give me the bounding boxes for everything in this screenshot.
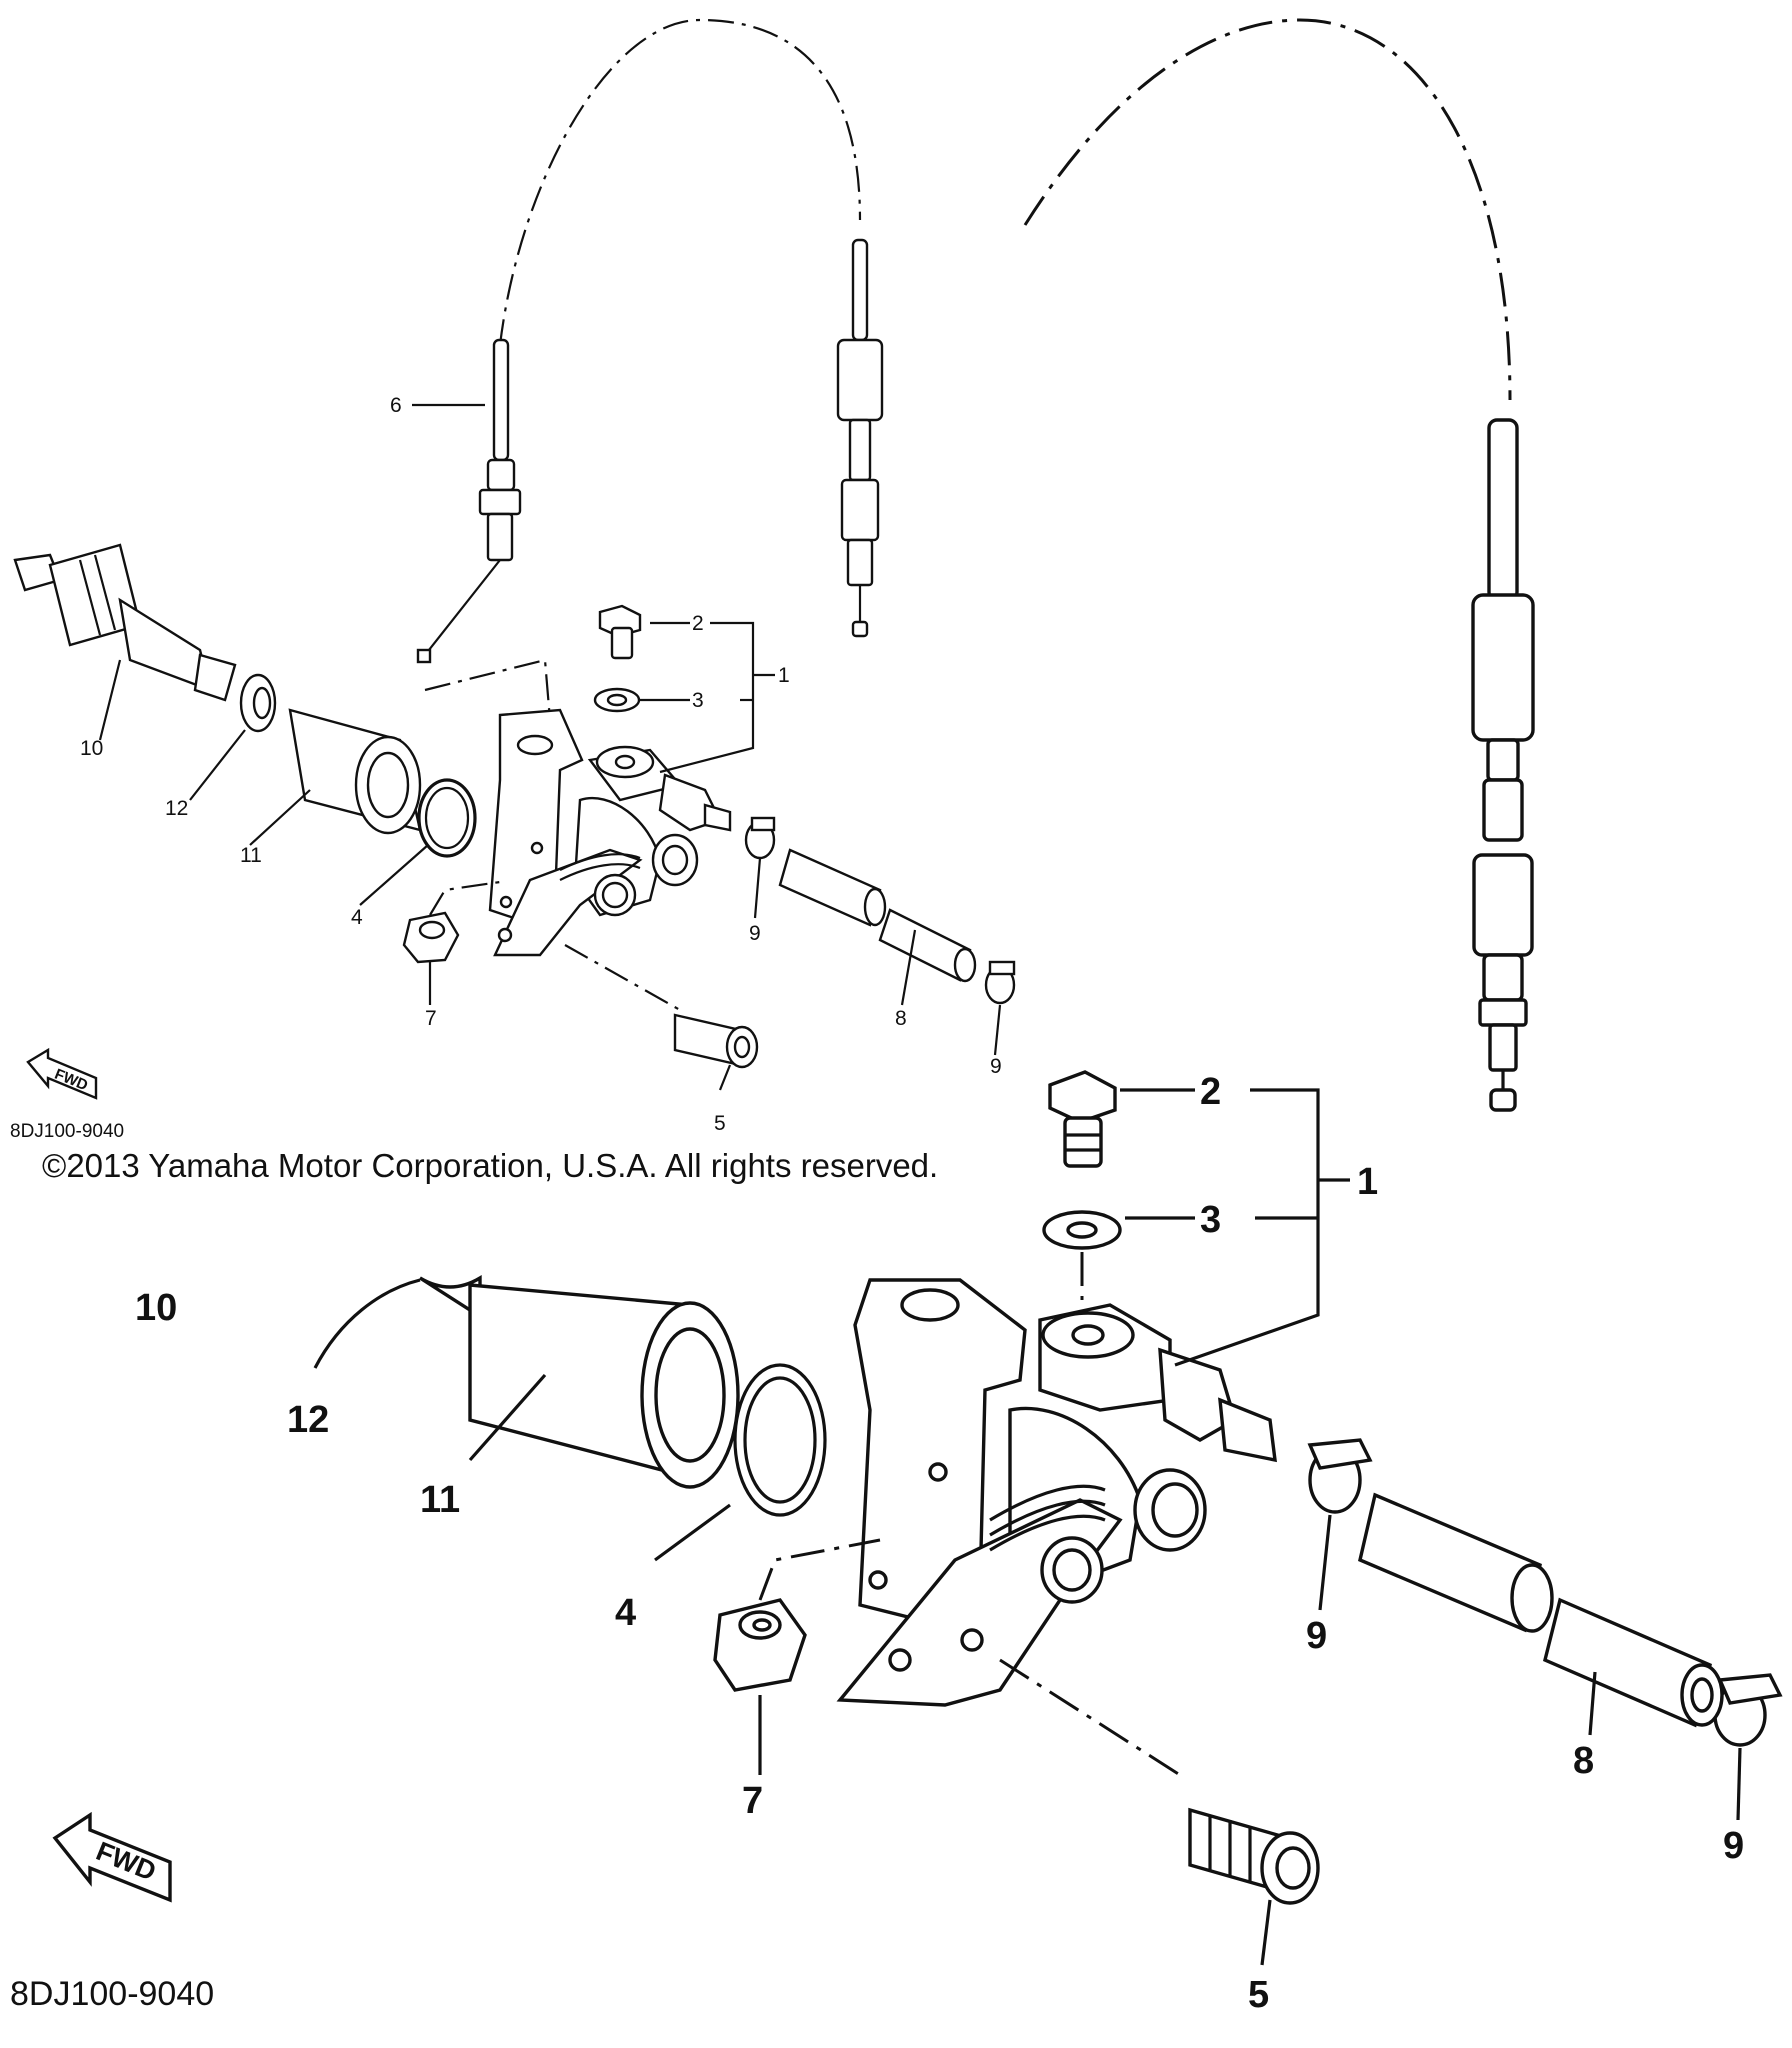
part-7-cap-small	[402, 911, 460, 964]
callout-5-large: 5	[1248, 1974, 1269, 2016]
callout-7-small: 7	[425, 1007, 437, 1030]
callout-2-small: 2	[692, 612, 704, 635]
part-4-oring-large	[733, 1363, 827, 1517]
part-10-shaft-small	[13, 543, 237, 702]
callout-11-large: 11	[420, 1479, 460, 1521]
cable-end-left-small	[416, 338, 522, 664]
cable-leader-small	[424, 658, 552, 721]
cable-end-right-small	[836, 238, 884, 638]
part-8-hose-a-large	[1358, 1492, 1554, 1633]
part-9-clamp-a-large	[1307, 1438, 1373, 1514]
callout-4-small: 4	[351, 906, 363, 929]
part-8-hose-a-small	[778, 848, 887, 927]
oil-pump-small	[488, 708, 732, 957]
callout-7-large: 7	[742, 1780, 763, 1822]
callout-8-small: 8	[895, 1007, 907, 1030]
part-5-bolt-large	[1188, 1807, 1320, 1905]
callout-9b-large: 9	[1723, 1825, 1744, 1867]
callout-3-large: 3	[1200, 1199, 1221, 1241]
cable-arc-small	[498, 18, 862, 346]
part-7-cap-large	[713, 1598, 807, 1692]
callout-1-small: 1	[778, 664, 790, 687]
svg-text:FWD: FWD	[52, 1066, 90, 1095]
small-diagram: 6 2 3 1 10 12 11 4 7 9 8 9 5 FWD 8DJ100-…	[10, 18, 1016, 1142]
part-8-hose-b-small	[878, 908, 977, 983]
large-diagram: 2 3 1 10 12 11 4 7 9 8 9 5 FWD 8DJ100-90…	[10, 18, 1783, 2016]
callout-12-large: 12	[287, 1399, 329, 1441]
fwd-arrow-icon-small: FWD	[26, 1047, 98, 1100]
diagram-code-small: 8DJ100-9040	[10, 1121, 124, 1142]
part-9-clamp-b-large	[1713, 1673, 1783, 1747]
callout-12-small: 12	[165, 797, 188, 820]
part-2-bolt-small	[598, 604, 642, 660]
oil-pump-large	[836, 1278, 1277, 1707]
part-12-leader-large	[313, 1278, 421, 1369]
callout-2-large: 2	[1200, 1071, 1221, 1113]
part-9-clamp-a-small	[744, 816, 776, 860]
callout-1-large: 1	[1357, 1161, 1378, 1203]
part-8-hose-b-large	[1543, 1597, 1724, 1728]
callout-9b-small: 9	[990, 1055, 1002, 1078]
callout-10-small: 10	[80, 737, 103, 760]
part-4-oring-small	[417, 778, 477, 858]
part-9-clamp-b-small	[984, 960, 1016, 1005]
callout-9a-large: 9	[1306, 1615, 1327, 1657]
part-5-bolt-small	[673, 1013, 759, 1069]
callout-4-large: 4	[615, 1592, 636, 1634]
diagram-code-large: 8DJ100-9040	[10, 1975, 214, 2013]
callout-10-large: 10	[135, 1287, 177, 1329]
cable-end-large	[1471, 418, 1535, 1112]
callout-8-large: 8	[1573, 1740, 1594, 1782]
part-2-bolt-large	[1048, 1070, 1117, 1168]
callout-6-small: 6	[390, 394, 402, 417]
callout-5-small: 5	[714, 1112, 726, 1135]
callout-3-small: 3	[692, 689, 704, 712]
copyright-text: ©2013 Yamaha Motor Corporation, U.S.A. A…	[42, 1147, 938, 1184]
part-11-sleeve-small	[288, 708, 422, 835]
callout-11-small: 11	[240, 844, 262, 867]
fwd-arrow-icon-large: FWD	[52, 1811, 172, 1903]
cable-arc-large	[1023, 18, 1512, 401]
callout-9a-small: 9	[749, 922, 761, 945]
part-11-sleeve-large	[468, 1283, 740, 1489]
